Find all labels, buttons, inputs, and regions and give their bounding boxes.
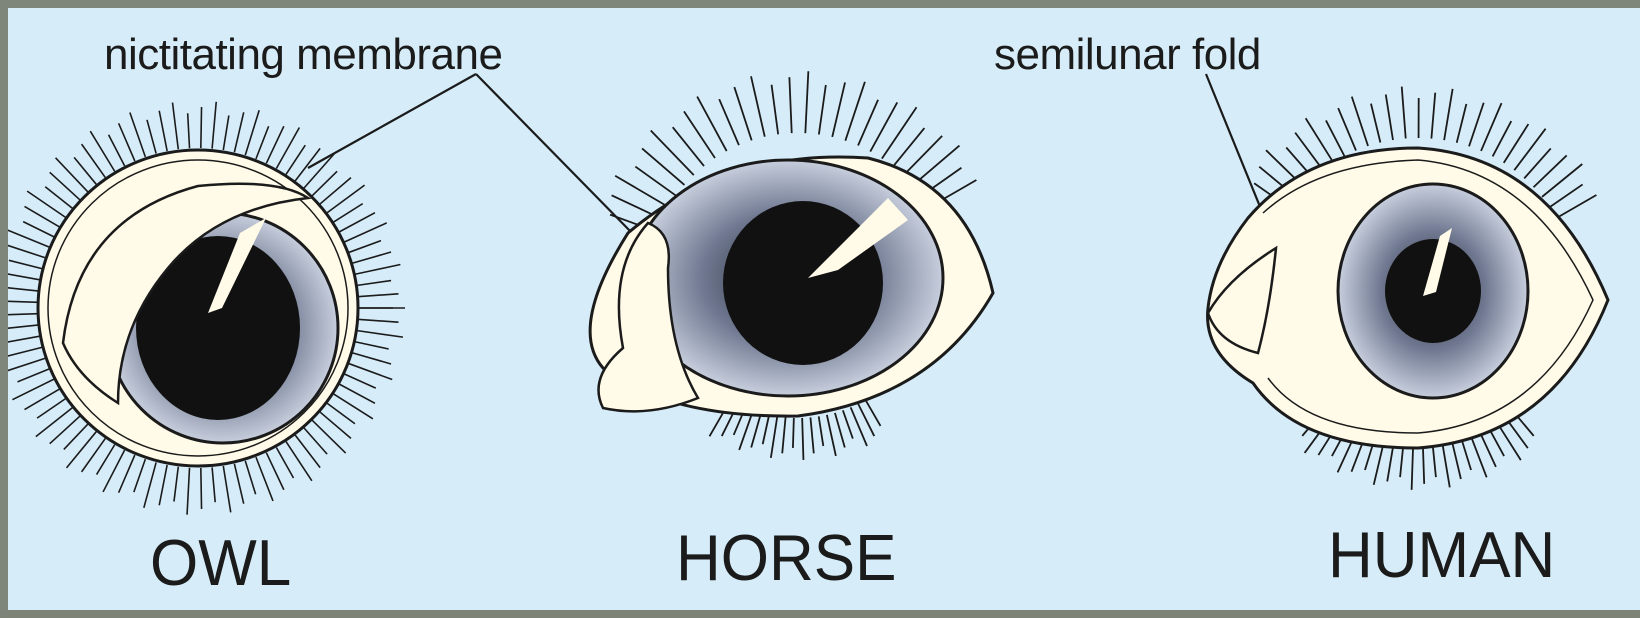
nictitating-membrane-leader-lines <box>308 74 633 234</box>
horse-label: HORSE <box>676 521 896 596</box>
horse-eye <box>590 71 993 460</box>
nictitating-membrane-label: nictitating membrane <box>104 30 502 80</box>
owl-label: OWL <box>150 526 291 601</box>
horse-pupil <box>723 201 883 365</box>
owl-eye <box>8 102 405 515</box>
semilunar-fold-label: semilunar fold <box>994 30 1261 80</box>
human-label: HUMAN <box>1328 518 1555 593</box>
human-eye <box>1208 87 1608 490</box>
